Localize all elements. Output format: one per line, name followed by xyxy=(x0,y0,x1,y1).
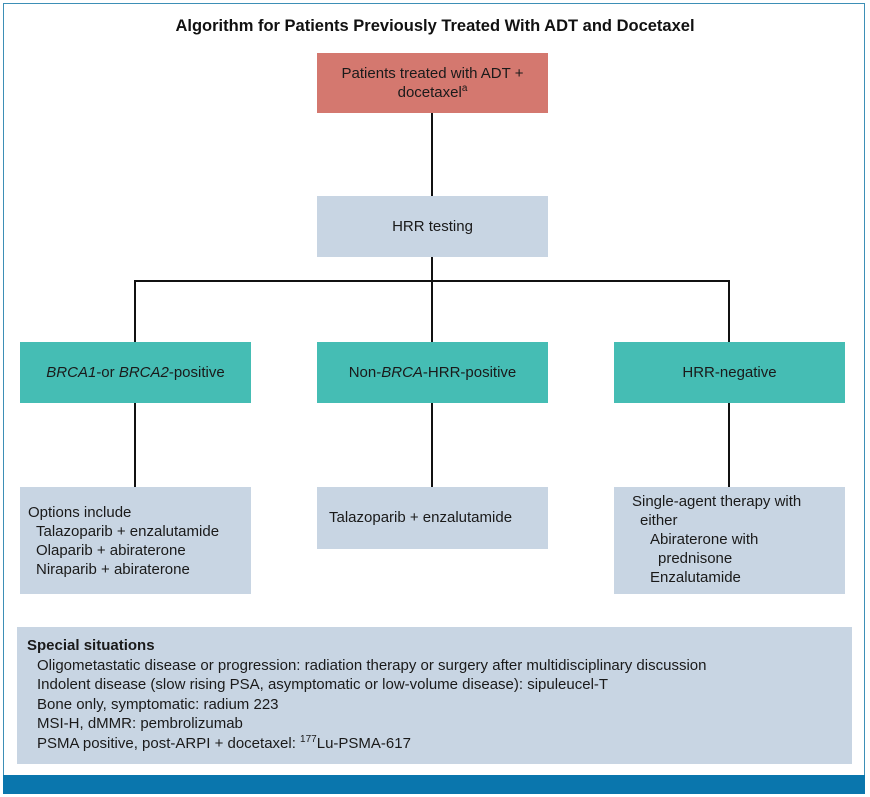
special-item-4: MSI-H, dMMR: pembrolizumab xyxy=(37,715,243,732)
nonbrca-label-part-0: Non- xyxy=(348,364,382,381)
nonbrca-label-part-2: -HRR-positive xyxy=(422,364,517,381)
connector-brca-to-options xyxy=(134,403,136,487)
special-item-5-text: PSMA positive, post-ARPI + docetaxel: xyxy=(37,734,301,752)
neg-options-line1: Single-agent therapy with xyxy=(632,493,802,510)
connector-root-to-testing xyxy=(431,113,433,197)
connector-to-neg xyxy=(728,280,730,342)
special-item-1: Oligometastatic disease or progression: … xyxy=(37,656,707,674)
hrr-testing-label: HRR testing xyxy=(392,218,473,235)
special-situations-heading: Special situations xyxy=(27,637,155,654)
hrr-testing-node: HRR testing xyxy=(317,196,548,257)
connector-to-brca xyxy=(134,280,136,342)
brca-positive-node: BRCA1-or BRCA2-positive xyxy=(20,342,251,403)
non-brca-hrr-positive-node: Non-BRCA-HRR-positive xyxy=(317,342,548,403)
brca-option-3: Niraparib + abiraterone xyxy=(36,561,190,578)
special-item-5: PSMA positive, post-ARPI + docetaxel: 17… xyxy=(27,734,842,754)
connector-to-nonbrca xyxy=(431,280,433,342)
non-brca-option-1: Talazoparib + enzalutamide xyxy=(329,509,513,526)
neg-options-line2: either xyxy=(640,512,678,529)
neg-label-part-0: HRR-negative xyxy=(682,364,777,381)
hrr-negative-node: HRR-negative xyxy=(614,342,845,403)
brca-option-2: Olaparib + abiraterone xyxy=(36,542,186,559)
special-item-2: Indolent disease (slow rising PSA, asymp… xyxy=(37,676,609,693)
brca-label-part-0: BRCA1 xyxy=(46,364,97,381)
root-node-line2: docetaxel xyxy=(397,84,462,101)
neg-option-1a: Abiraterone with xyxy=(650,531,759,548)
hrr-negative-label: HRR-negative xyxy=(682,363,776,382)
special-item-5-isotope: 177 xyxy=(300,733,317,745)
special-situations-box: Special situations Oligometastatic disea… xyxy=(17,627,852,764)
brca-options-box: Options include Talazoparib + enzalutami… xyxy=(20,487,251,594)
special-item-5-agent: Lu-PSMA-617 xyxy=(316,734,411,752)
brca-options-head: Options include xyxy=(28,504,132,521)
root-node-line1: Patients treated with ADT + xyxy=(341,65,524,82)
root-node: Patients treated with ADT + docetaxela xyxy=(317,53,548,113)
nonbrca-label-part-1: BRCA xyxy=(381,364,423,381)
brca-label-part-1: -or xyxy=(96,364,119,381)
brca-positive-label: BRCA1-or BRCA2-positive xyxy=(46,363,224,382)
neg-option-2: Enzalutamide xyxy=(650,569,741,586)
hrr-negative-options-box: Single-agent therapy with either Abirate… xyxy=(614,487,845,594)
connector-neg-to-options xyxy=(728,403,730,487)
brca-option-1: Talazoparib + enzalutamide xyxy=(36,523,220,540)
connector-nonbrca-to-options xyxy=(431,403,433,487)
special-item-3: Bone only, symptomatic: radium 223 xyxy=(37,695,279,713)
bottom-accent-bar xyxy=(3,775,865,794)
diagram-title: Algorithm for Patients Previously Treate… xyxy=(175,17,695,35)
non-brca-hrr-positive-label: Non-BRCA-HRR-positive xyxy=(349,363,517,382)
connector-testing-down xyxy=(431,257,433,281)
brca-label-part-2: BRCA2 xyxy=(118,364,169,381)
brca-label-part-3: -positive xyxy=(168,364,225,381)
neg-option-1b: prednisone xyxy=(658,550,733,567)
non-brca-options-box: Talazoparib + enzalutamide xyxy=(317,487,548,549)
root-node-footnote: a xyxy=(461,83,468,94)
